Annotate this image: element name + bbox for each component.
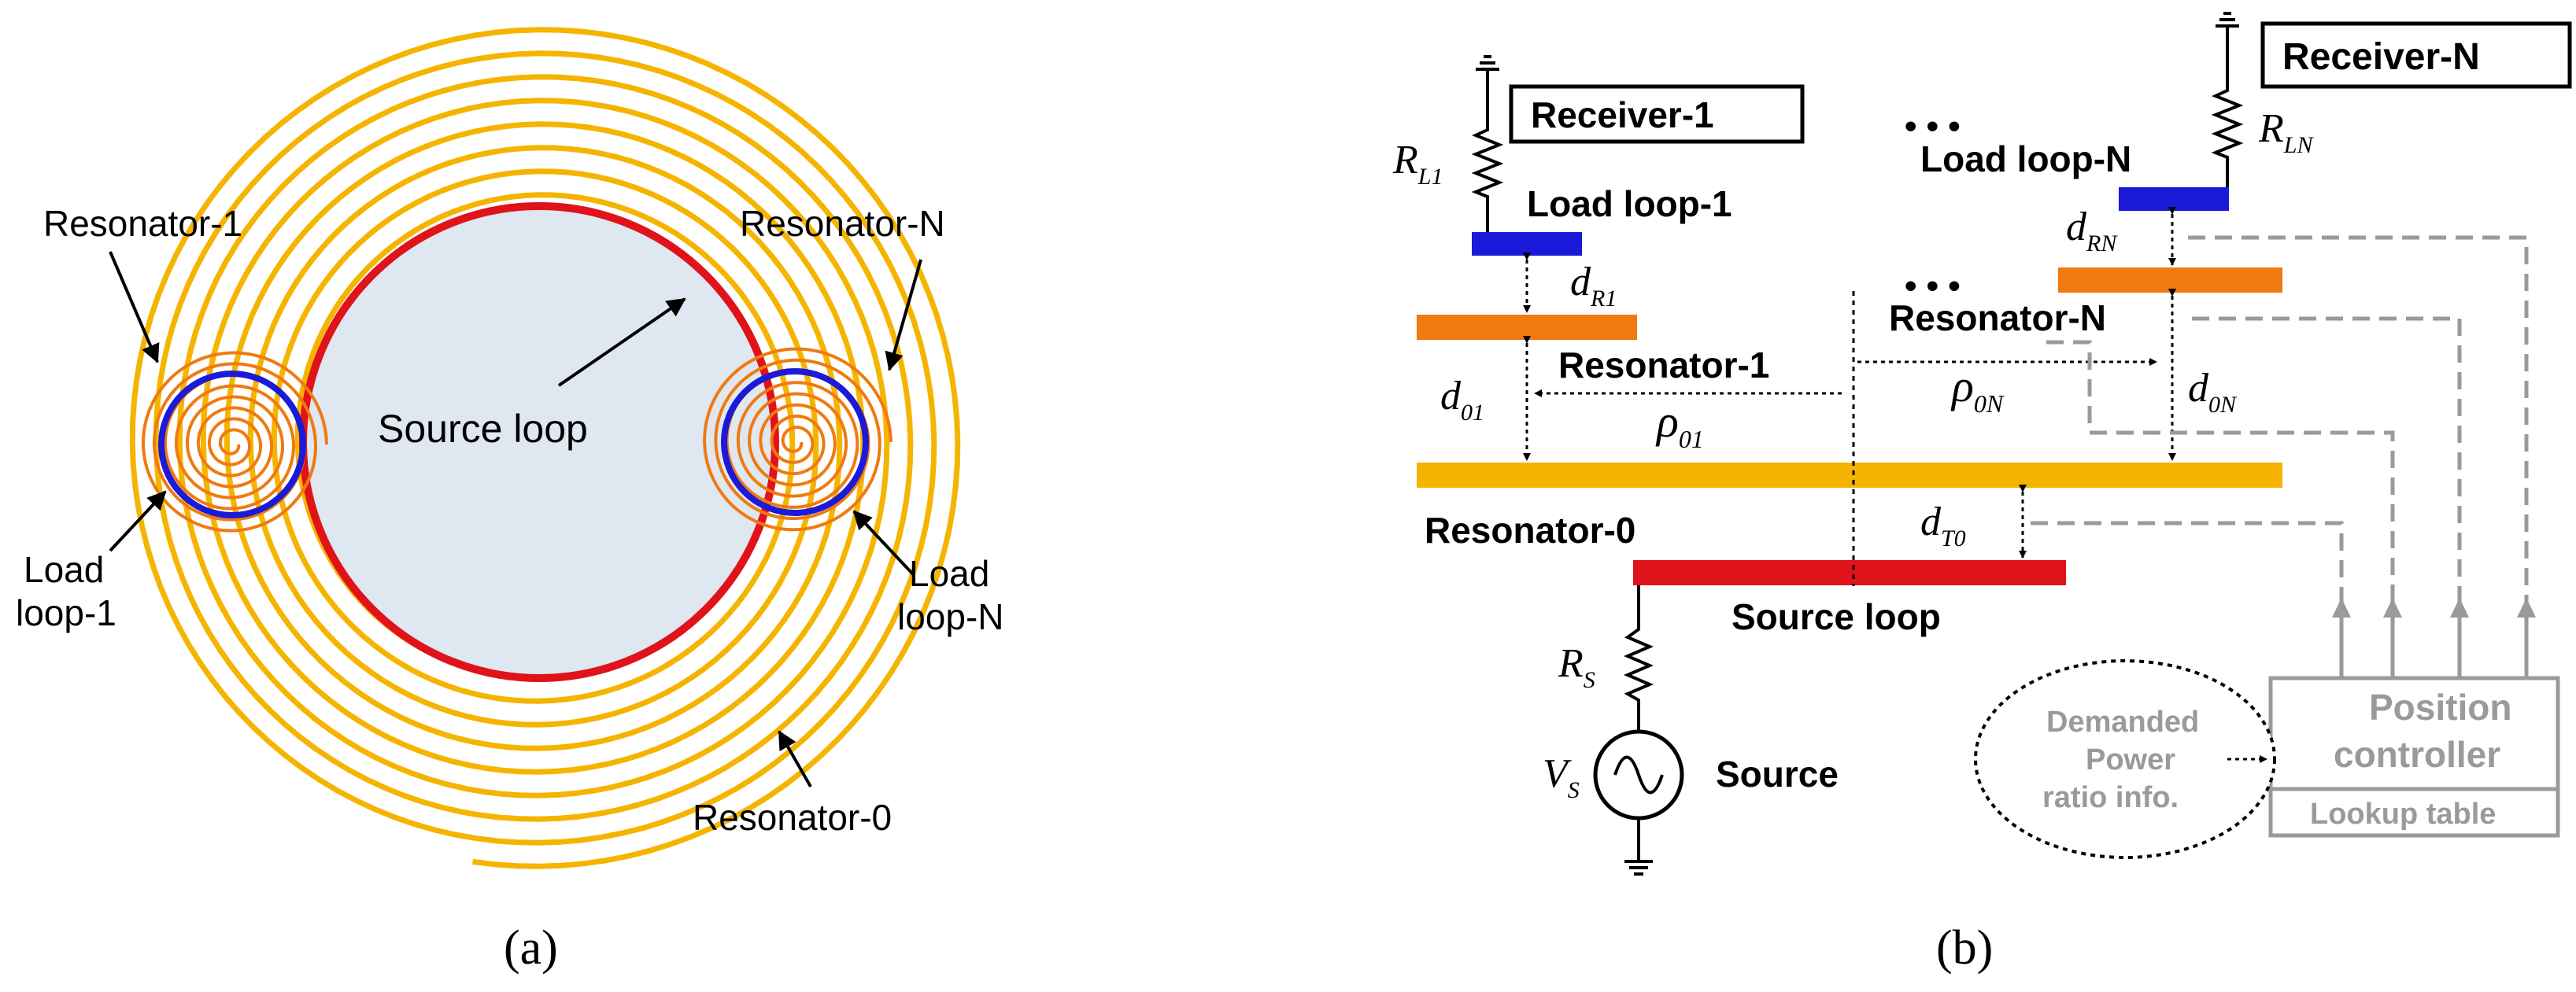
spiral-coil	[703, 347, 893, 532]
arrow-resonator-1	[109, 251, 160, 363]
arrow-load-loop-n	[852, 510, 915, 576]
demanded-power-ellipse	[1974, 659, 2276, 859]
resonator-0-spiral	[129, 27, 961, 869]
symbol-r-l1: RL1	[1392, 138, 1443, 190]
resonator-1-bar	[1417, 315, 1637, 340]
symbol-d-rn: dRN	[2066, 205, 2118, 256]
arrow-resonator-0	[778, 730, 812, 787]
resonator-n-label: Resonator-N	[1889, 297, 2106, 338]
source-loop-bar	[1633, 560, 2066, 585]
symbol-r-s: RS	[1558, 641, 1595, 693]
label-load-loop-n-b: loop-N	[897, 596, 1004, 637]
label-load-loop-1-b: loop-1	[16, 592, 116, 633]
resonator-n-spiral	[703, 347, 893, 532]
load-loop-1-circle	[158, 371, 306, 518]
ground-icon	[1624, 860, 1653, 876]
dots-2: • • •	[1905, 267, 1961, 305]
symbol-d-01: d01	[1440, 374, 1484, 426]
load-loop-n-bar	[2119, 187, 2229, 211]
resonator-1-label: Resonator-1	[1558, 345, 1769, 385]
receiver-1-box	[1509, 84, 1805, 144]
demanded-line3: ratio info.	[2042, 781, 2179, 814]
label-source-loop: Source loop	[378, 407, 588, 451]
receiver-n-box	[2260, 21, 2572, 89]
resistor-rs	[1623, 585, 1654, 732]
label-resonator-1: Resonator-1	[43, 203, 242, 244]
spiral-coil	[142, 351, 328, 533]
position-controller-line2: controller	[2334, 734, 2500, 775]
spiral-coil	[129, 27, 961, 869]
symbol-v-s: VS	[1543, 751, 1580, 803]
position-controller-box	[2268, 676, 2560, 838]
lookup-table-label: Lookup table	[2310, 798, 2496, 831]
dots-1: • • •	[1905, 107, 1961, 146]
resonator-1-spiral	[142, 351, 328, 533]
resistor-rl1	[1471, 118, 1504, 236]
symbol-r-ln: RLN	[2258, 106, 2314, 158]
resonator-0-label: Resonator-0	[1425, 510, 1635, 551]
resonator-0-bar	[1417, 463, 2282, 488]
source-loop-label: Source loop	[1732, 596, 1941, 637]
ground-icon	[1476, 55, 1499, 118]
symbol-d-0n: d0N	[2188, 366, 2238, 418]
load-loop-n-circle	[721, 368, 869, 516]
load-loop-n-label: Load loop-N	[1920, 138, 2131, 179]
resistor-rln	[2211, 79, 2244, 189]
ground-icon	[2216, 12, 2239, 79]
label-resonator-n: Resonator-N	[740, 203, 945, 244]
label-load-loop-1-a: Load	[24, 549, 104, 590]
control-line-4	[2188, 235, 2529, 614]
load-loop-1-bar	[1472, 232, 1582, 256]
load-loop-1-label: Load loop-1	[1527, 183, 1732, 224]
resonator-n-bar	[2058, 267, 2282, 293]
position-controller-line1: Position	[2369, 687, 2511, 728]
panel-b: Receiver-1 Receiver-N Load loop-1 Load l…	[1392, 12, 2572, 975]
symbol-d-t0: dT0	[1920, 500, 1966, 551]
caption-b: (b)	[1936, 921, 1993, 975]
arrow-source-loop	[557, 297, 686, 387]
source-label: Source	[1716, 754, 1839, 795]
control-line-3	[2192, 316, 2462, 614]
symbol-d-r1: dR1	[1570, 260, 1617, 312]
symbol-rho-0n: ρ0N	[1950, 360, 2005, 418]
label-load-loop-n-a: Load	[909, 553, 989, 594]
caption-a: (a)	[504, 921, 558, 975]
control-arrowheads	[2332, 598, 2536, 618]
control-line-2	[2046, 340, 2395, 614]
control-line-1	[2031, 521, 2344, 614]
receiver-n-label: Receiver-N	[2282, 36, 2480, 78]
receiver-1-label: Receiver-1	[1531, 94, 1714, 135]
symbol-rho-01: ρ01	[1655, 396, 1704, 453]
demanded-line2: Power	[2086, 743, 2175, 776]
panel-a: Resonator-1 Resonator-N Source loop Load…	[16, 27, 1004, 975]
arrow-resonator-n	[885, 259, 922, 371]
label-resonator-0: Resonator-0	[693, 797, 892, 838]
sine-icon	[1613, 755, 1664, 795]
arrow-load-loop-1	[109, 490, 167, 552]
demanded-line1: Demanded	[2046, 706, 2199, 739]
